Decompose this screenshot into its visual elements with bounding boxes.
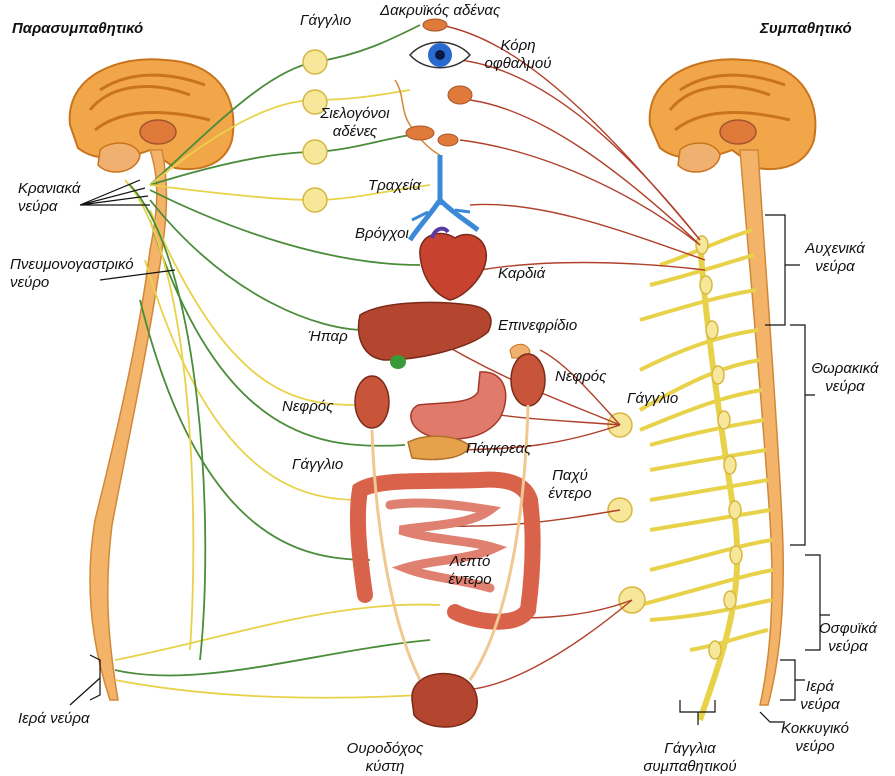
label-ganglion-right: Γάγγλιο <box>627 390 679 407</box>
trachea-bronchi <box>407 155 480 242</box>
parasympathetic-ganglia <box>302 49 328 213</box>
label-liver: Ήπαρ <box>308 328 348 345</box>
right-brain <box>648 58 817 173</box>
lacrimal-gland <box>422 18 448 32</box>
adrenal-kidney-right <box>509 343 546 407</box>
small-intestine <box>385 498 508 593</box>
kidney-left <box>354 375 390 429</box>
label-salivary-2: αδένες <box>332 123 378 140</box>
title-sympathetic: Συμπαθητικό <box>760 20 852 37</box>
label-sacral-r2: νεύρα <box>800 696 840 713</box>
label-cranial-1: Κρανιακά <box>18 180 81 197</box>
label-bronchi: Βρόγχοι <box>355 225 409 242</box>
label-pupil-2: οφθαλμού <box>484 55 552 72</box>
right-spinal-cord <box>739 149 784 706</box>
label-ganglion-top: Γάγγλιο <box>300 12 352 29</box>
label-vagus-2: νεύρο <box>10 274 50 291</box>
title-parasympathetic: Παρασυμπαθητικό <box>12 20 144 37</box>
label-trachea: Τραχεία <box>368 177 421 194</box>
label-lacrimal-gland: Δακρυϊκός αδένας <box>380 2 501 19</box>
urinary-bladder <box>370 404 530 728</box>
label-symp-ganglia-2: συμπαθητικού <box>643 758 737 775</box>
face-profile <box>394 79 473 156</box>
label-salivary-1: Σιελογόνοι <box>320 105 390 122</box>
sympathetic-chain-nerves <box>638 228 774 652</box>
label-sacral-left: Ιερά νεύρα <box>18 710 90 727</box>
label-pancreas: Πάγκρεας <box>466 440 532 457</box>
label-thoracic-1: Θωρακικά <box>811 360 879 377</box>
liver <box>357 301 492 369</box>
label-lumbar-2: νεύρα <box>828 638 868 655</box>
heart <box>419 226 488 301</box>
sympathetic-nerves <box>419 24 706 691</box>
parasympathetic-nerves <box>114 24 441 699</box>
label-sacral-r1: Ιερά <box>806 678 834 695</box>
label-cervical-1: Αυχενικά <box>805 240 865 257</box>
label-cervical-2: νεύρα <box>815 258 855 275</box>
label-cranial-2: νεύρα <box>18 198 58 215</box>
label-large-int-1: Παχύ <box>552 467 588 484</box>
label-large-int-2: έντερο <box>548 485 592 502</box>
pancreas <box>407 435 471 461</box>
large-intestine <box>349 471 541 630</box>
label-small-int-2: έντερο <box>448 571 492 588</box>
label-adrenal: Επινεφρίδιο <box>498 317 578 334</box>
label-coccygeal-2: νεύρο <box>795 738 835 755</box>
label-heart: Καρδιά <box>498 265 546 282</box>
left-brain <box>68 58 235 173</box>
label-symp-ganglia-1: Γάγγλια <box>664 740 716 757</box>
label-kidney-right: Νεφρός <box>555 368 607 385</box>
label-bladder-2: κύστη <box>365 758 405 775</box>
label-thoracic-2: νεύρα <box>825 378 865 395</box>
label-bladder-1: Ουροδόχος <box>346 740 424 757</box>
label-pupil-1: Κόρη <box>500 37 536 54</box>
label-kidney-left: Νεφρός <box>282 398 334 415</box>
eye <box>408 41 472 69</box>
label-small-int-1: Λεπτό <box>449 553 491 570</box>
label-vagus-1: Πνευμονογαστρικό <box>10 256 134 273</box>
stomach <box>410 371 507 440</box>
left-spinal-cord <box>89 149 168 701</box>
bracket-lines <box>69 179 830 725</box>
label-ganglion-mid: Γάγγλιο <box>292 456 344 473</box>
label-coccygeal-1: Κοκκυγικό <box>781 720 849 737</box>
label-lumbar-1: Οσφυϊκά <box>819 620 877 637</box>
